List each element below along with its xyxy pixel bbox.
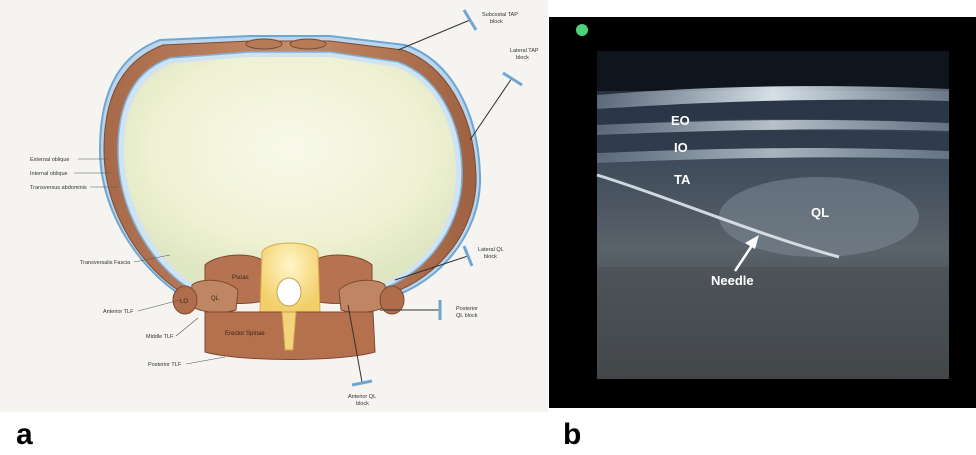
spinal-canal: [277, 278, 301, 306]
label-anterior-ql-1: Anterior QL: [348, 394, 376, 400]
anatomy-diagram-panel: Psoas QL LO Erector Spinae External obli…: [0, 0, 548, 412]
label-posterior-ql-2: QL block: [456, 313, 478, 319]
label-internal-oblique: Internal oblique: [30, 171, 68, 177]
anatomy-diagram: Psoas QL LO Erector Spinae External obli…: [0, 0, 548, 412]
needle-subcostal-tap: [398, 10, 476, 50]
label-transversus-abdominis: Transversus abdominis: [30, 185, 87, 191]
ultrasound-image: EO IO TA QL Needle: [549, 17, 976, 408]
label-needle: Needle: [711, 273, 754, 288]
orientation-indicator: [576, 24, 588, 36]
label-transversalis-fascia: Transversalis Fascia: [80, 260, 131, 266]
label-lateral-tap-2: block: [516, 55, 529, 61]
label-anterior-tlf: Anterior TLF: [103, 309, 134, 315]
label-lateral-tap-1: Lateral TAP: [510, 48, 539, 54]
label-external-oblique: External oblique: [30, 157, 69, 163]
panel-letter-b: b: [563, 418, 581, 452]
needle-lateral-tap: [470, 73, 522, 140]
label-ql: QL: [211, 296, 220, 302]
label-subcostal-tap-1: Subcostal TAP: [482, 12, 518, 18]
label-posterior-ql-1: Posterior: [456, 306, 478, 312]
rectus-right: [290, 39, 326, 49]
label-psoas: Psoas: [232, 275, 249, 281]
panel-letter-a: a: [16, 418, 33, 452]
label-lateral-ql-2: block: [484, 254, 497, 260]
label-lateral-ql-1: Lateral QL: [478, 247, 504, 253]
label-posterior-tlf: Posterior TLF: [148, 362, 182, 368]
spinous-process: [282, 312, 296, 350]
label-ta: TA: [674, 172, 691, 187]
ultrasound-panel: EO IO TA QL Needle: [549, 17, 976, 408]
label-middle-tlf: Middle TLF: [146, 334, 174, 340]
label-eo: EO: [671, 113, 690, 128]
label-erector-spinae: Erector Spinae: [225, 331, 265, 337]
label-io: IO: [674, 140, 688, 155]
label-subcostal-tap-2: block: [490, 19, 503, 25]
rectus-left: [246, 39, 282, 49]
quadratus-lumborum-right: [339, 280, 387, 312]
label-ql-us: QL: [811, 205, 829, 220]
label-anterior-ql-2: block: [356, 401, 369, 407]
label-lo: LO: [180, 299, 188, 305]
